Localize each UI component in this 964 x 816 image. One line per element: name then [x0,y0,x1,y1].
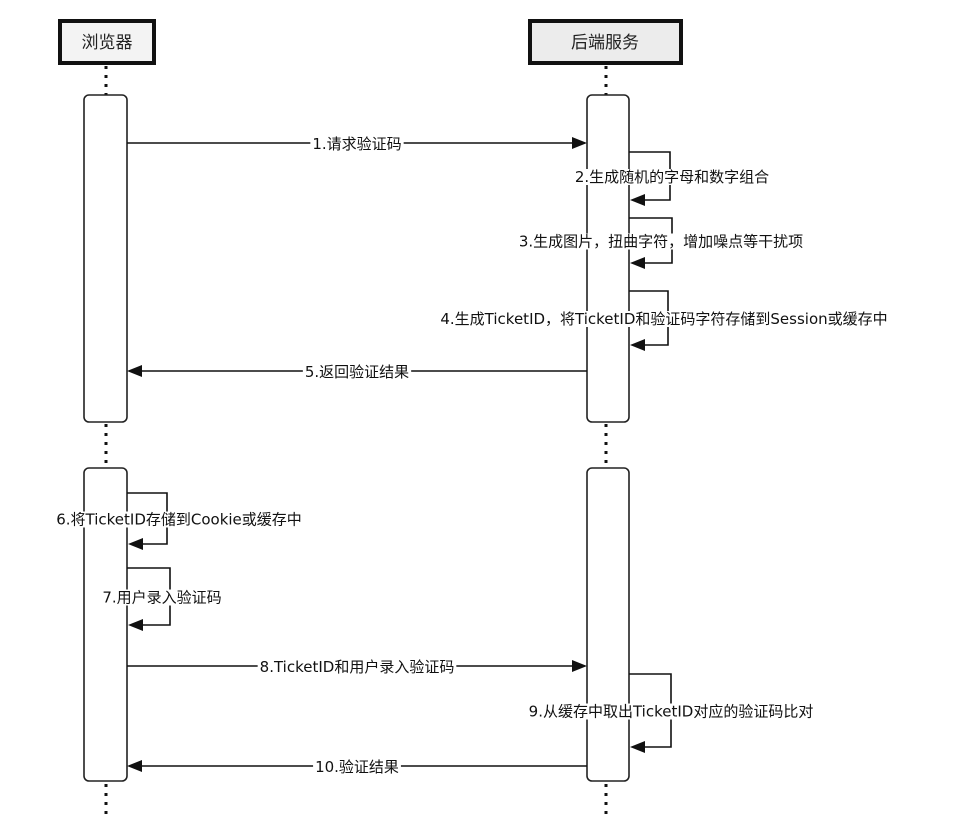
participant-browser[interactable]: 浏览器 [58,19,156,65]
message-1[interactable]: 1.请求验证码 [127,135,587,153]
arrowhead-icon [128,538,143,550]
message-7[interactable]: 7.用户录入验证码 [100,567,224,631]
message-label: 3.生成图片，扭曲字符，增加噪点等干扰项 [519,233,803,251]
label-background [313,758,401,776]
arrowhead-icon [572,137,587,149]
participant-backend[interactable]: 后端服务 [528,19,683,65]
message-label: 10.验证结果 [315,758,399,776]
label-background [310,135,404,153]
arrowhead-icon [128,619,143,631]
participant-box[interactable] [528,19,683,65]
message-label: 2.生成随机的字母和数字组合 [575,168,769,186]
message-label: 6.将TicketID存储到Cookie或缓存中 [56,511,302,529]
label-background [54,511,304,528]
arrowhead-icon [630,339,645,351]
activation-backend-1 [586,94,630,423]
arrowhead-icon [630,194,645,206]
message-label: 9.从缓存中取出TicketID对应的验证码比对 [529,703,814,721]
arrowhead-icon [630,741,645,753]
message-label: 5.返回验证结果 [305,363,409,381]
message-label: 4.生成TicketID，将TicketID和验证码字符存储到Session或缓… [440,310,887,328]
message-label: 7.用户录入验证码 [102,589,221,607]
message-5[interactable]: 5.返回验证结果 [127,363,587,381]
arrowhead-icon [127,365,142,377]
message-6[interactable]: 6.将TicketID存储到Cookie或缓存中 [54,492,304,550]
label-background [257,658,457,676]
arrowhead-icon [630,257,645,269]
label-background [100,589,224,606]
activation-backend-2 [586,467,630,782]
message-label: 8.TicketID和用户录入验证码 [260,658,455,676]
messages: 1.请求验证码 2.生成随机的字母和数字组合 3.生成图片，扭曲字符，增加噪点等干扰… [54,135,890,776]
message-9[interactable]: 9.从缓存中取出TicketID对应的验证码比对 [526,673,816,753]
message-label: 1.请求验证码 [312,135,401,153]
activation-browser-2 [83,467,128,782]
arrowhead-icon [572,660,587,672]
label-background [438,311,890,327]
activation-browser-1 [83,94,128,423]
participant-box[interactable] [58,19,156,65]
message-4[interactable]: 4.生成TicketID，将TicketID和验证码字符存储到Session或缓… [438,290,890,351]
label-background [572,169,772,185]
label-background [302,363,412,381]
label-background [516,233,806,250]
participant-label: 浏览器 [82,33,133,53]
participant-label: 后端服务 [571,33,639,53]
message-3[interactable]: 3.生成图片，扭曲字符，增加噪点等干扰项 [516,217,806,269]
label-background [526,703,816,720]
message-8[interactable]: 8.TicketID和用户录入验证码 [127,658,587,676]
message-10[interactable]: 10.验证结果 [127,758,587,776]
message-2[interactable]: 2.生成随机的字母和数字组合 [572,151,772,206]
arrowhead-icon [127,760,142,772]
